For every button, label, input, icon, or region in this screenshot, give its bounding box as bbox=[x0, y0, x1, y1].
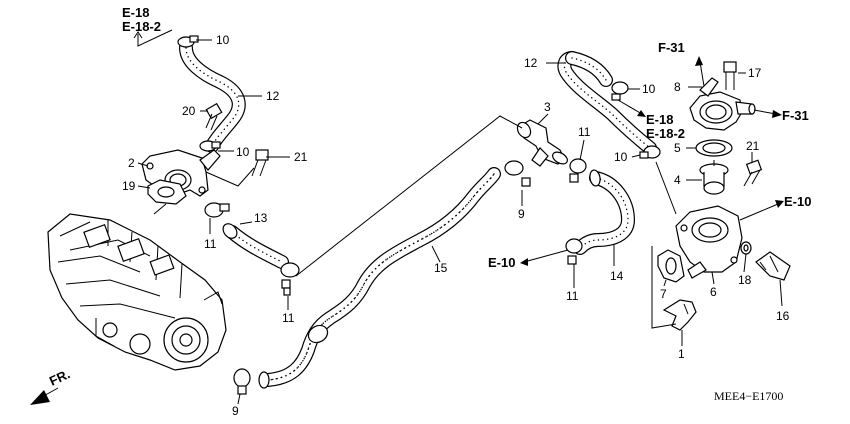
bolt-21-left bbox=[251, 149, 269, 177]
label-10-d: 10 bbox=[614, 150, 628, 164]
joint-3 bbox=[516, 119, 568, 167]
clamp-10-mid bbox=[199, 140, 221, 152]
diagram-code: MEE4−E1700 bbox=[714, 389, 783, 403]
ref-e18-2-right: E-18-2 bbox=[646, 126, 685, 141]
seal-5 bbox=[695, 139, 733, 157]
label-5: 5 bbox=[674, 141, 681, 155]
clamp-11-middle-upper bbox=[569, 158, 587, 183]
label-20: 20 bbox=[182, 104, 196, 118]
label-15: 15 bbox=[434, 261, 448, 275]
hose-12-left bbox=[179, 41, 246, 153]
clamp-11-lower-left bbox=[280, 262, 300, 296]
clamp-10-right-upper bbox=[611, 81, 629, 101]
engine-block bbox=[47, 213, 227, 371]
label-1: 1 bbox=[678, 347, 685, 361]
thermostat-housing-6 bbox=[675, 205, 743, 279]
label-14: 14 bbox=[610, 269, 624, 283]
label-9-a: 9 bbox=[232, 404, 239, 418]
hose-13 bbox=[222, 223, 289, 269]
clamp-11-middle-lower bbox=[565, 238, 583, 265]
label-21-a: 21 bbox=[294, 150, 308, 164]
ref-e10-right: E-10 bbox=[784, 194, 811, 209]
label-18: 18 bbox=[738, 273, 752, 287]
clamp-11-upper-left bbox=[204, 202, 230, 218]
label-12-a: 12 bbox=[266, 89, 280, 103]
hose-12-right bbox=[557, 51, 657, 155]
label-10-b: 10 bbox=[236, 145, 250, 159]
label-13: 13 bbox=[254, 211, 268, 225]
bolt-21-right bbox=[743, 159, 763, 187]
front-marker: FR. bbox=[47, 366, 72, 388]
label-21-b: 21 bbox=[746, 139, 760, 153]
label-19: 19 bbox=[122, 179, 136, 193]
label-8: 8 bbox=[674, 80, 681, 94]
clamp-9-middle bbox=[504, 160, 531, 187]
label-2: 2 bbox=[128, 156, 135, 170]
label-11-a: 11 bbox=[204, 237, 217, 251]
label-9-b: 9 bbox=[518, 207, 525, 221]
hose-14 bbox=[573, 169, 635, 255]
leader-lines bbox=[30, 29, 784, 405]
label-6: 6 bbox=[710, 285, 717, 299]
label-11-b: 11 bbox=[282, 311, 295, 325]
washer-18 bbox=[740, 241, 752, 255]
label-10-a: 10 bbox=[216, 33, 230, 47]
ref-e10-left: E-10 bbox=[488, 255, 515, 270]
gasket-7 bbox=[657, 249, 685, 283]
part-labels: 10 12 20 10 21 2 19 13 11 11 15 9 3 11 9… bbox=[122, 33, 790, 418]
bracket-1 bbox=[662, 299, 697, 331]
bolt-20 bbox=[205, 102, 223, 131]
ref-f31-right: F-31 bbox=[782, 108, 809, 123]
hose-15 bbox=[258, 167, 501, 389]
gasket-19 bbox=[147, 179, 187, 205]
label-10-c: 10 bbox=[642, 82, 656, 96]
label-3: 3 bbox=[544, 100, 551, 114]
clamp-9-bottom bbox=[233, 368, 251, 395]
label-12-b: 12 bbox=[524, 56, 538, 70]
clamp-10-top bbox=[177, 35, 199, 48]
label-11-c: 11 bbox=[578, 125, 591, 139]
thermostat-cover-8 bbox=[689, 77, 756, 131]
ref-f31-top: F-31 bbox=[658, 40, 685, 55]
reference-labels: E-18 E-18-2 E-18 E-18-2 F-31 F-31 E-10 E… bbox=[47, 5, 812, 389]
clamp-10-right-lower bbox=[639, 145, 661, 159]
label-7: 7 bbox=[660, 287, 667, 301]
label-11-d: 11 bbox=[566, 289, 579, 303]
label-17: 17 bbox=[748, 66, 762, 80]
bolt-17 bbox=[723, 61, 737, 90]
label-16: 16 bbox=[776, 309, 790, 323]
ref-e18-left: E-18 bbox=[122, 5, 149, 20]
ref-e18-2-left: E-18-2 bbox=[122, 19, 161, 34]
label-4: 4 bbox=[674, 173, 681, 187]
sensor-16 bbox=[755, 251, 791, 281]
ref-e18-right: E-18 bbox=[646, 112, 673, 127]
thermostat-4 bbox=[699, 160, 729, 195]
